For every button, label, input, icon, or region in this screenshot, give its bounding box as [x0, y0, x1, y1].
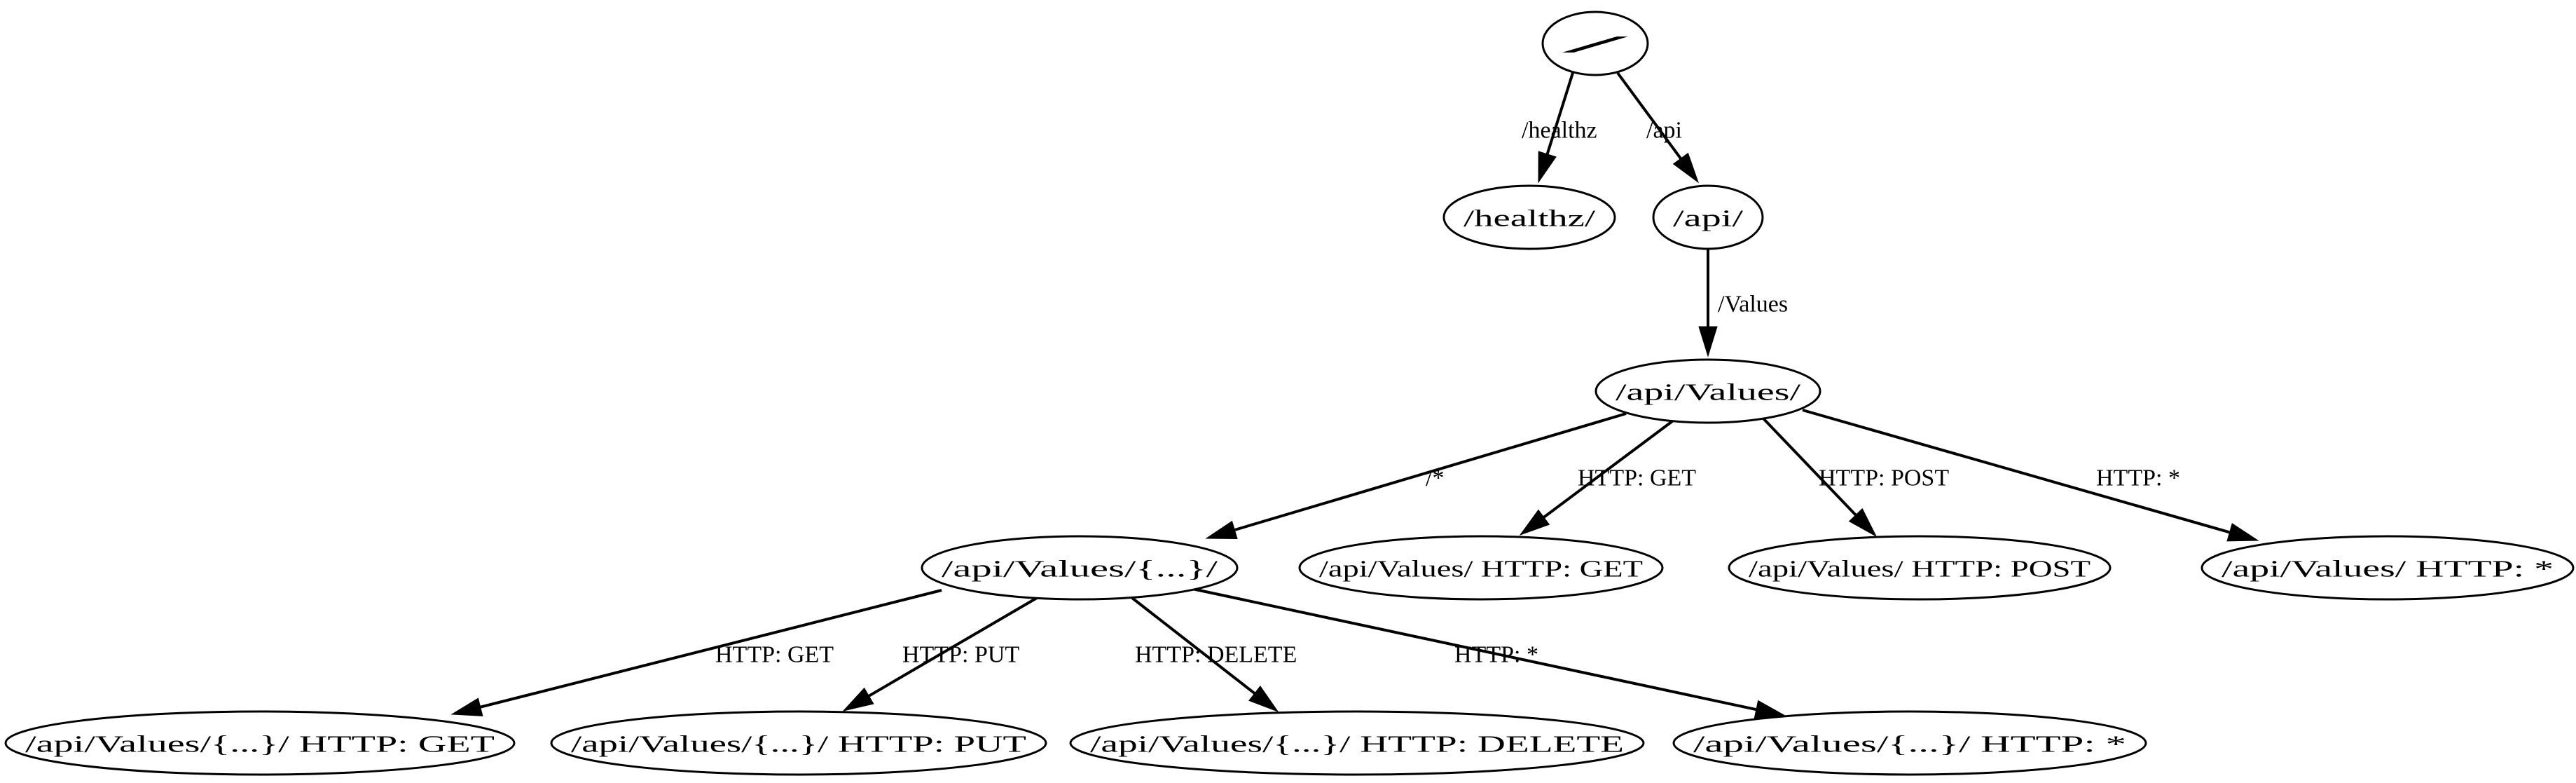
edge-arrowhead-icon — [1205, 520, 1238, 540]
edge-label: HTTP: GET — [715, 642, 834, 668]
edge-line — [1545, 72, 1574, 155]
node-ellipse[interactable] — [921, 535, 1239, 601]
edge-label: HTTP: PUT — [902, 642, 1019, 668]
node-ellipse[interactable] — [4, 710, 516, 776]
node-label: /api/Values/{...}/ HTTP: PUT — [571, 732, 1026, 758]
graph-node[interactable]: /api/Values/{...}/ HTTP: * — [1672, 710, 2147, 776]
graph-edge — [842, 597, 1038, 711]
node-label: /api/Values/ HTTP: GET — [1319, 557, 1643, 583]
edge-arrowhead-icon — [1519, 509, 1550, 536]
edge-arrowhead-icon — [450, 697, 483, 716]
node-label: / — [1562, 32, 1632, 58]
edge-line — [1131, 597, 1256, 695]
graph-node[interactable]: / — [1541, 11, 1649, 76]
node-ellipse[interactable] — [2200, 535, 2575, 601]
edge-label: /healthz — [1522, 118, 1597, 144]
node-ellipse[interactable] — [1298, 535, 1664, 601]
node-label: /api/Values/ HTTP: * — [2222, 557, 2554, 583]
edge-label: HTTP: * — [2096, 465, 2180, 491]
graph-node[interactable]: /api/Values/{...}/ HTTP: PUT — [550, 710, 1047, 776]
node-label: /api/Values/{...}/ — [942, 557, 1218, 583]
graph-edge — [1131, 597, 1279, 713]
graph-node[interactable]: /api/Values/ HTTP: POST — [1728, 535, 2112, 601]
graph-edge — [1802, 409, 2259, 542]
edge-arrowhead-icon — [1672, 152, 1700, 184]
graph-node[interactable]: /api/Values/{...}/ HTTP: DELETE — [1069, 710, 1645, 776]
node-ellipse[interactable] — [1652, 184, 1764, 250]
node-label: /api/Values/{...}/ HTTP: DELETE — [1090, 732, 1624, 758]
node-ellipse[interactable] — [1541, 11, 1649, 76]
node-label: /healthz/ — [1463, 206, 1596, 232]
graph-edge — [1761, 416, 1878, 538]
node-ellipse[interactable] — [1728, 535, 2112, 601]
node-ellipse[interactable] — [1442, 184, 1616, 250]
graph-edge — [1698, 249, 1718, 358]
edge-label: /* — [1426, 465, 1444, 491]
edge-line — [1616, 72, 1682, 160]
graph-edge — [1616, 72, 1700, 184]
graph-edge — [1519, 420, 1674, 536]
edge-line — [1761, 416, 1857, 517]
graph-node[interactable]: /api/Values/ — [1594, 358, 1821, 424]
node-label: /api/Values/{...}/ HTTP: GET — [25, 732, 495, 758]
edge-label: HTTP: POST — [1819, 465, 1949, 491]
edge-line — [1234, 412, 1627, 531]
edges-layer — [450, 72, 2259, 719]
edge-labels-layer: /healthz/api/Values /* HTTP: GET HTTP: POST… — [715, 118, 2180, 668]
edge-label: HTTP: * — [1454, 642, 1538, 668]
graph-edge — [1192, 587, 1786, 719]
graph-edge — [1205, 412, 1627, 540]
edge-arrowhead-icon — [842, 687, 874, 711]
edge-line — [1543, 420, 1674, 519]
node-label: /api/Values/ HTTP: POST — [1749, 557, 2091, 583]
edge-line — [480, 589, 942, 709]
node-label: /api/Values/ — [1616, 380, 1801, 406]
node-ellipse[interactable] — [1069, 710, 1645, 776]
graph-node[interactable]: /api/Values/ HTTP: * — [2200, 535, 2575, 601]
edge-label: HTTP: DELETE — [1135, 642, 1297, 668]
nodes-layer: / /healthz/ /api/ /api/Values/ /api/Values/{… — [4, 11, 2575, 776]
graph-node[interactable]: /healthz/ — [1442, 184, 1616, 250]
graph-edge — [450, 589, 942, 716]
graph-node[interactable]: /api/Values/ HTTP: GET — [1298, 535, 1664, 601]
edge-line — [1192, 587, 1757, 711]
graph-node[interactable]: /api/ — [1652, 184, 1764, 250]
edge-arrowhead-icon — [1848, 508, 1878, 538]
node-label: /api/Values/{...}/ HTTP: * — [1693, 732, 2126, 758]
graph-node[interactable]: /api/Values/{...}/ — [921, 535, 1239, 601]
edge-label: /Values — [1718, 292, 1788, 318]
node-ellipse[interactable] — [550, 710, 1047, 776]
edge-arrowhead-icon — [2226, 523, 2259, 542]
edge-arrowhead-icon — [1698, 326, 1718, 358]
edge-line — [1802, 409, 2231, 534]
edge-arrowhead-icon — [1538, 151, 1557, 184]
edge-label: HTTP: GET — [1578, 465, 1696, 491]
node-label: /api/ — [1673, 206, 1744, 232]
graph-node[interactable]: /api/Values/{...}/ HTTP: GET — [4, 710, 516, 776]
node-ellipse[interactable] — [1594, 358, 1821, 424]
edge-label: /api — [1646, 118, 1682, 144]
edge-arrowhead-icon — [1248, 686, 1279, 713]
edge-line — [868, 597, 1038, 697]
graph-edge — [1538, 72, 1574, 184]
node-ellipse[interactable] — [1672, 710, 2147, 776]
